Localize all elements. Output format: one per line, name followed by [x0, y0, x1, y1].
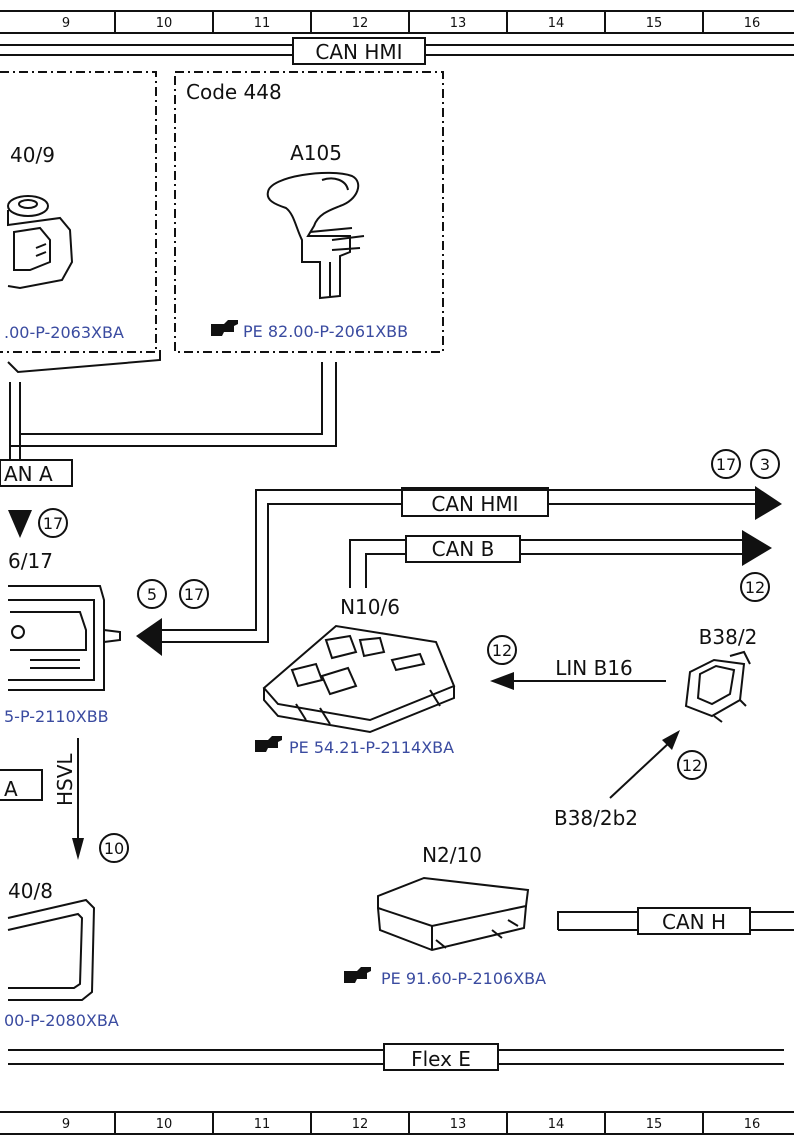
- component-6-17-drawing: [8, 585, 121, 691]
- bus-lin-b16-label: LIN B16: [555, 656, 633, 680]
- bus-can-hmi-top-label: CAN HMI: [315, 40, 402, 64]
- component-n10-6-drawing: [262, 624, 456, 734]
- ruler-col-12: 12: [352, 16, 369, 31]
- component-40-9-label: 40/9: [10, 143, 55, 167]
- pointing-hand-icon: [255, 736, 282, 752]
- ruler-bottom-col-15: 15: [646, 1117, 663, 1132]
- bus-lin-b16: LIN B16 12: [487, 635, 666, 690]
- ruler-col-13: 13: [450, 16, 467, 31]
- marker-12-lin: 12: [492, 641, 512, 660]
- ruler-bottom-col-10: 10: [156, 1117, 173, 1132]
- component-b38-2-drawing: [684, 650, 751, 723]
- ruler-col-10: 10: [156, 16, 173, 31]
- marker-12-b38: 12: [682, 756, 702, 775]
- ruler-bottom-col-13: 13: [450, 1117, 467, 1132]
- component-b38-2-label: B38/2: [699, 625, 758, 649]
- ruler-col-16: 16: [744, 16, 761, 31]
- component-a105-group: Code 448 A105 PE 82.00-P-2061XBB: [174, 71, 444, 353]
- marker-17-top: 17: [716, 455, 736, 474]
- component-n10-6: N10/6 PE 54.21-P-2114XBA: [255, 595, 456, 757]
- component-40-8-ref[interactable]: 00-P-2080XBA: [4, 1011, 119, 1030]
- top-ruler: 9 10 11 12 13 14 15 16: [0, 10, 794, 34]
- ruler-bottom-col-16: 16: [744, 1117, 761, 1132]
- bus-can-hmi-mid-label: CAN HMI: [431, 492, 518, 516]
- marker-5: 5: [147, 585, 157, 604]
- bus-hsvl: HSVL 10 A: [0, 738, 129, 863]
- component-40-9: 40/9 .00-P-2063XBA: [0, 71, 161, 374]
- component-n10-6-label: N10/6: [340, 595, 400, 619]
- bus-flex-e: Flex E: [8, 1043, 784, 1071]
- component-n10-6-ref[interactable]: PE 54.21-P-2114XBA: [289, 738, 454, 757]
- marker-12-canb: 12: [745, 578, 765, 597]
- component-40-9-ref[interactable]: .00-P-2063XBA: [4, 323, 124, 342]
- bus-can-a-label: AN A: [4, 462, 53, 486]
- bottom-ruler: 9 10 11 12 13 14 15 16: [0, 1111, 794, 1135]
- component-n2-10-drawing: [377, 876, 530, 952]
- bus-hsvl-label: HSVL: [53, 753, 77, 806]
- component-b38-2: B38/2 B38/2b2 12: [554, 625, 757, 830]
- ruler-bottom-col-11: 11: [254, 1117, 271, 1132]
- bus-can-hmi-mid: CAN HMI 17 3 5 17: [136, 449, 782, 656]
- partial-box-label: A: [4, 777, 18, 801]
- component-40-8: 40/8 00-P-2080XBA: [4, 879, 119, 1030]
- component-a105-label: A105: [290, 141, 342, 165]
- component-6-17-ref[interactable]: 5-P-2110XBB: [4, 707, 109, 726]
- bus-can-h: CAN H: [557, 907, 794, 935]
- ruler-bottom-col-12: 12: [352, 1117, 369, 1132]
- component-n2-10-ref[interactable]: PE 91.60-P-2106XBA: [381, 969, 546, 988]
- marker-3-top: 3: [760, 455, 770, 474]
- pointing-hand-icon: [211, 320, 238, 336]
- ruler-col-14: 14: [548, 16, 565, 31]
- ruler-col-9: 9: [62, 16, 70, 31]
- component-a105-ref[interactable]: PE 82.00-P-2061XBB: [243, 322, 408, 341]
- component-40-8-drawing: [7, 898, 96, 1001]
- marker-17-mid: 17: [184, 585, 204, 604]
- bus-can-h-label: CAN H: [662, 910, 726, 934]
- component-6-17-label: 6/17: [8, 549, 53, 573]
- component-6-17: 17 6/17 5-P-2110XBB: [4, 508, 121, 726]
- gear-selector-drawing: [266, 171, 365, 300]
- ruler-bottom-col-9: 9: [62, 1117, 70, 1132]
- wires-to-can-a: AN A: [0, 362, 337, 487]
- component-40-8-label: 40/8: [8, 879, 53, 903]
- marker-10: 10: [104, 839, 124, 858]
- component-b38-2b2-label: B38/2b2: [554, 806, 638, 830]
- ruler-col-11: 11: [254, 16, 271, 31]
- bus-can-b: CAN B 12: [349, 530, 772, 602]
- pointing-hand-icon: [344, 967, 371, 983]
- component-40-9-drawing: [7, 195, 74, 290]
- bus-can-b-label: CAN B: [432, 537, 495, 561]
- ruler-bottom-col-14: 14: [548, 1117, 565, 1132]
- code-448-label: Code 448: [186, 80, 282, 104]
- component-n2-10-label: N2/10: [422, 843, 482, 867]
- component-n2-10: N2/10 PE 91.60-P-2106XBA: [344, 843, 546, 988]
- bus-flex-e-label: Flex E: [411, 1047, 471, 1071]
- marker-17-left: 17: [43, 514, 63, 533]
- bus-can-hmi-top: CAN HMI: [0, 37, 794, 65]
- ruler-col-15: 15: [646, 16, 663, 31]
